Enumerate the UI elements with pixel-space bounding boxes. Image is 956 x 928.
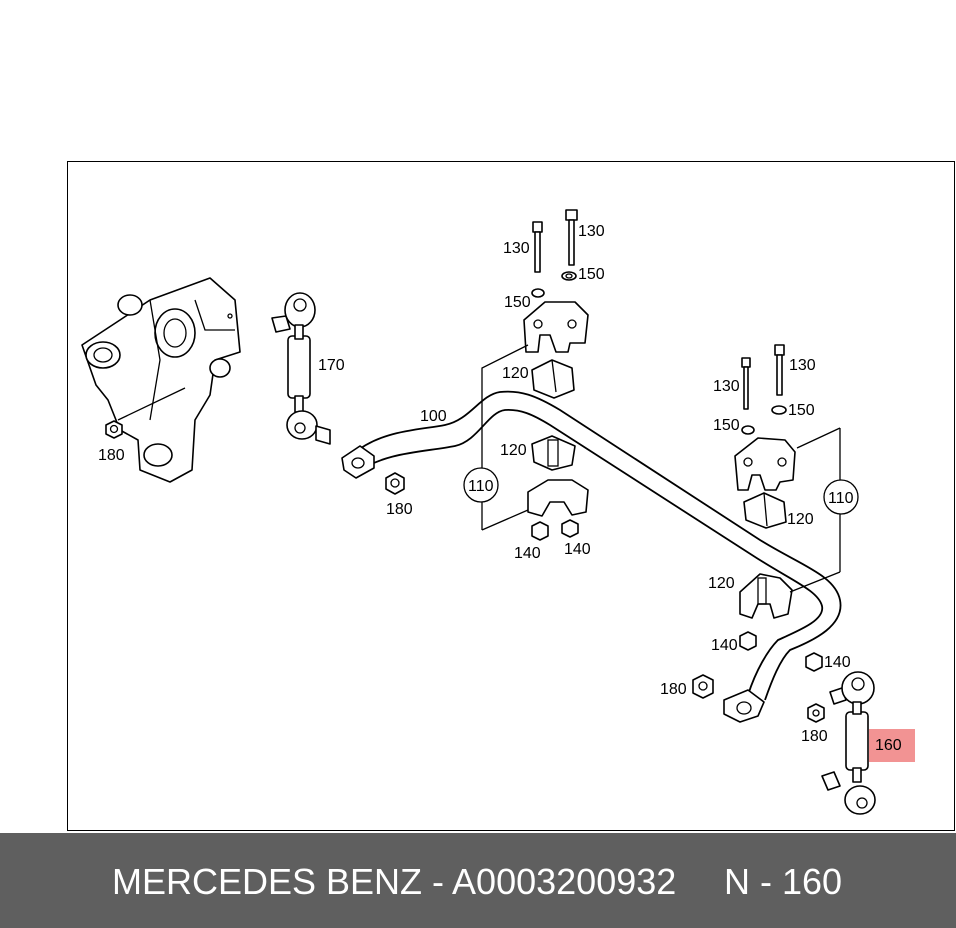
label-140: 140 — [564, 541, 591, 558]
nut-140-c — [739, 631, 757, 651]
callout-110-right — [823, 479, 859, 515]
nut-180-left — [105, 420, 123, 439]
label-180: 180 — [801, 728, 828, 745]
washer-150-a — [561, 271, 577, 281]
label-150: 150 — [713, 417, 740, 434]
label-180: 180 — [98, 447, 125, 464]
label-120: 120 — [787, 511, 814, 528]
label-130: 130 — [503, 240, 530, 257]
steering-knuckle — [81, 277, 241, 483]
footer-bar: MERCEDES BENZ - A0003200932 N - 160 — [0, 833, 956, 928]
washer-150-c — [741, 425, 755, 435]
label-110: 110 — [828, 490, 854, 507]
bolt-130-b — [565, 209, 578, 266]
label-140: 140 — [711, 637, 738, 654]
label-140: 140 — [824, 654, 851, 671]
nut-140-d — [805, 652, 823, 672]
diagram-frame — [67, 161, 955, 831]
label-120: 120 — [500, 442, 527, 459]
bracket-upper-left — [523, 301, 589, 353]
label-110: 110 — [468, 478, 494, 495]
label-180: 180 — [660, 681, 687, 698]
washer-150-b — [531, 288, 545, 298]
washer-150-d — [771, 405, 787, 415]
nut-140-b — [561, 519, 579, 538]
nut-180-lower — [692, 674, 714, 699]
link-rod-160 — [821, 671, 876, 815]
label-150: 150 — [504, 294, 531, 311]
part-number-title: MERCEDES BENZ - A0003200932 — [112, 861, 677, 902]
label-140: 140 — [514, 545, 541, 562]
label-130: 130 — [789, 357, 816, 374]
label-150: 150 — [578, 266, 605, 283]
link-rod-170 — [271, 292, 331, 445]
clamp-lower-right — [739, 573, 793, 619]
label-170: 170 — [318, 357, 345, 374]
nut-180-center — [385, 472, 405, 495]
bushing-120-b — [531, 435, 576, 471]
label-150: 150 — [788, 402, 815, 419]
reference-number: N - 160 — [724, 861, 843, 902]
highlight-160 — [869, 729, 915, 762]
label-100: 100 — [420, 408, 447, 425]
callout-110-left — [463, 467, 499, 503]
parts-diagram: 130 130 150 150 120 100 120 110 140 140 … — [81, 209, 915, 815]
label-160-highlighted: 160 — [875, 737, 902, 754]
bolt-130-d — [774, 344, 785, 396]
bushing-120-a — [531, 359, 575, 399]
nut-180-link — [807, 703, 825, 723]
label-130: 130 — [578, 223, 605, 240]
label-120: 120 — [708, 575, 735, 592]
nut-140-a — [531, 521, 549, 541]
label-120: 120 — [502, 365, 529, 382]
bushing-120-c — [743, 492, 787, 529]
bolt-130-a — [532, 221, 543, 273]
bolt-130-c — [741, 357, 751, 410]
label-130: 130 — [713, 378, 740, 395]
stabilizer-bar-100 — [341, 390, 842, 723]
clamp-lower-left — [527, 479, 589, 517]
bracket-upper-right — [734, 437, 796, 491]
label-180: 180 — [386, 501, 413, 518]
